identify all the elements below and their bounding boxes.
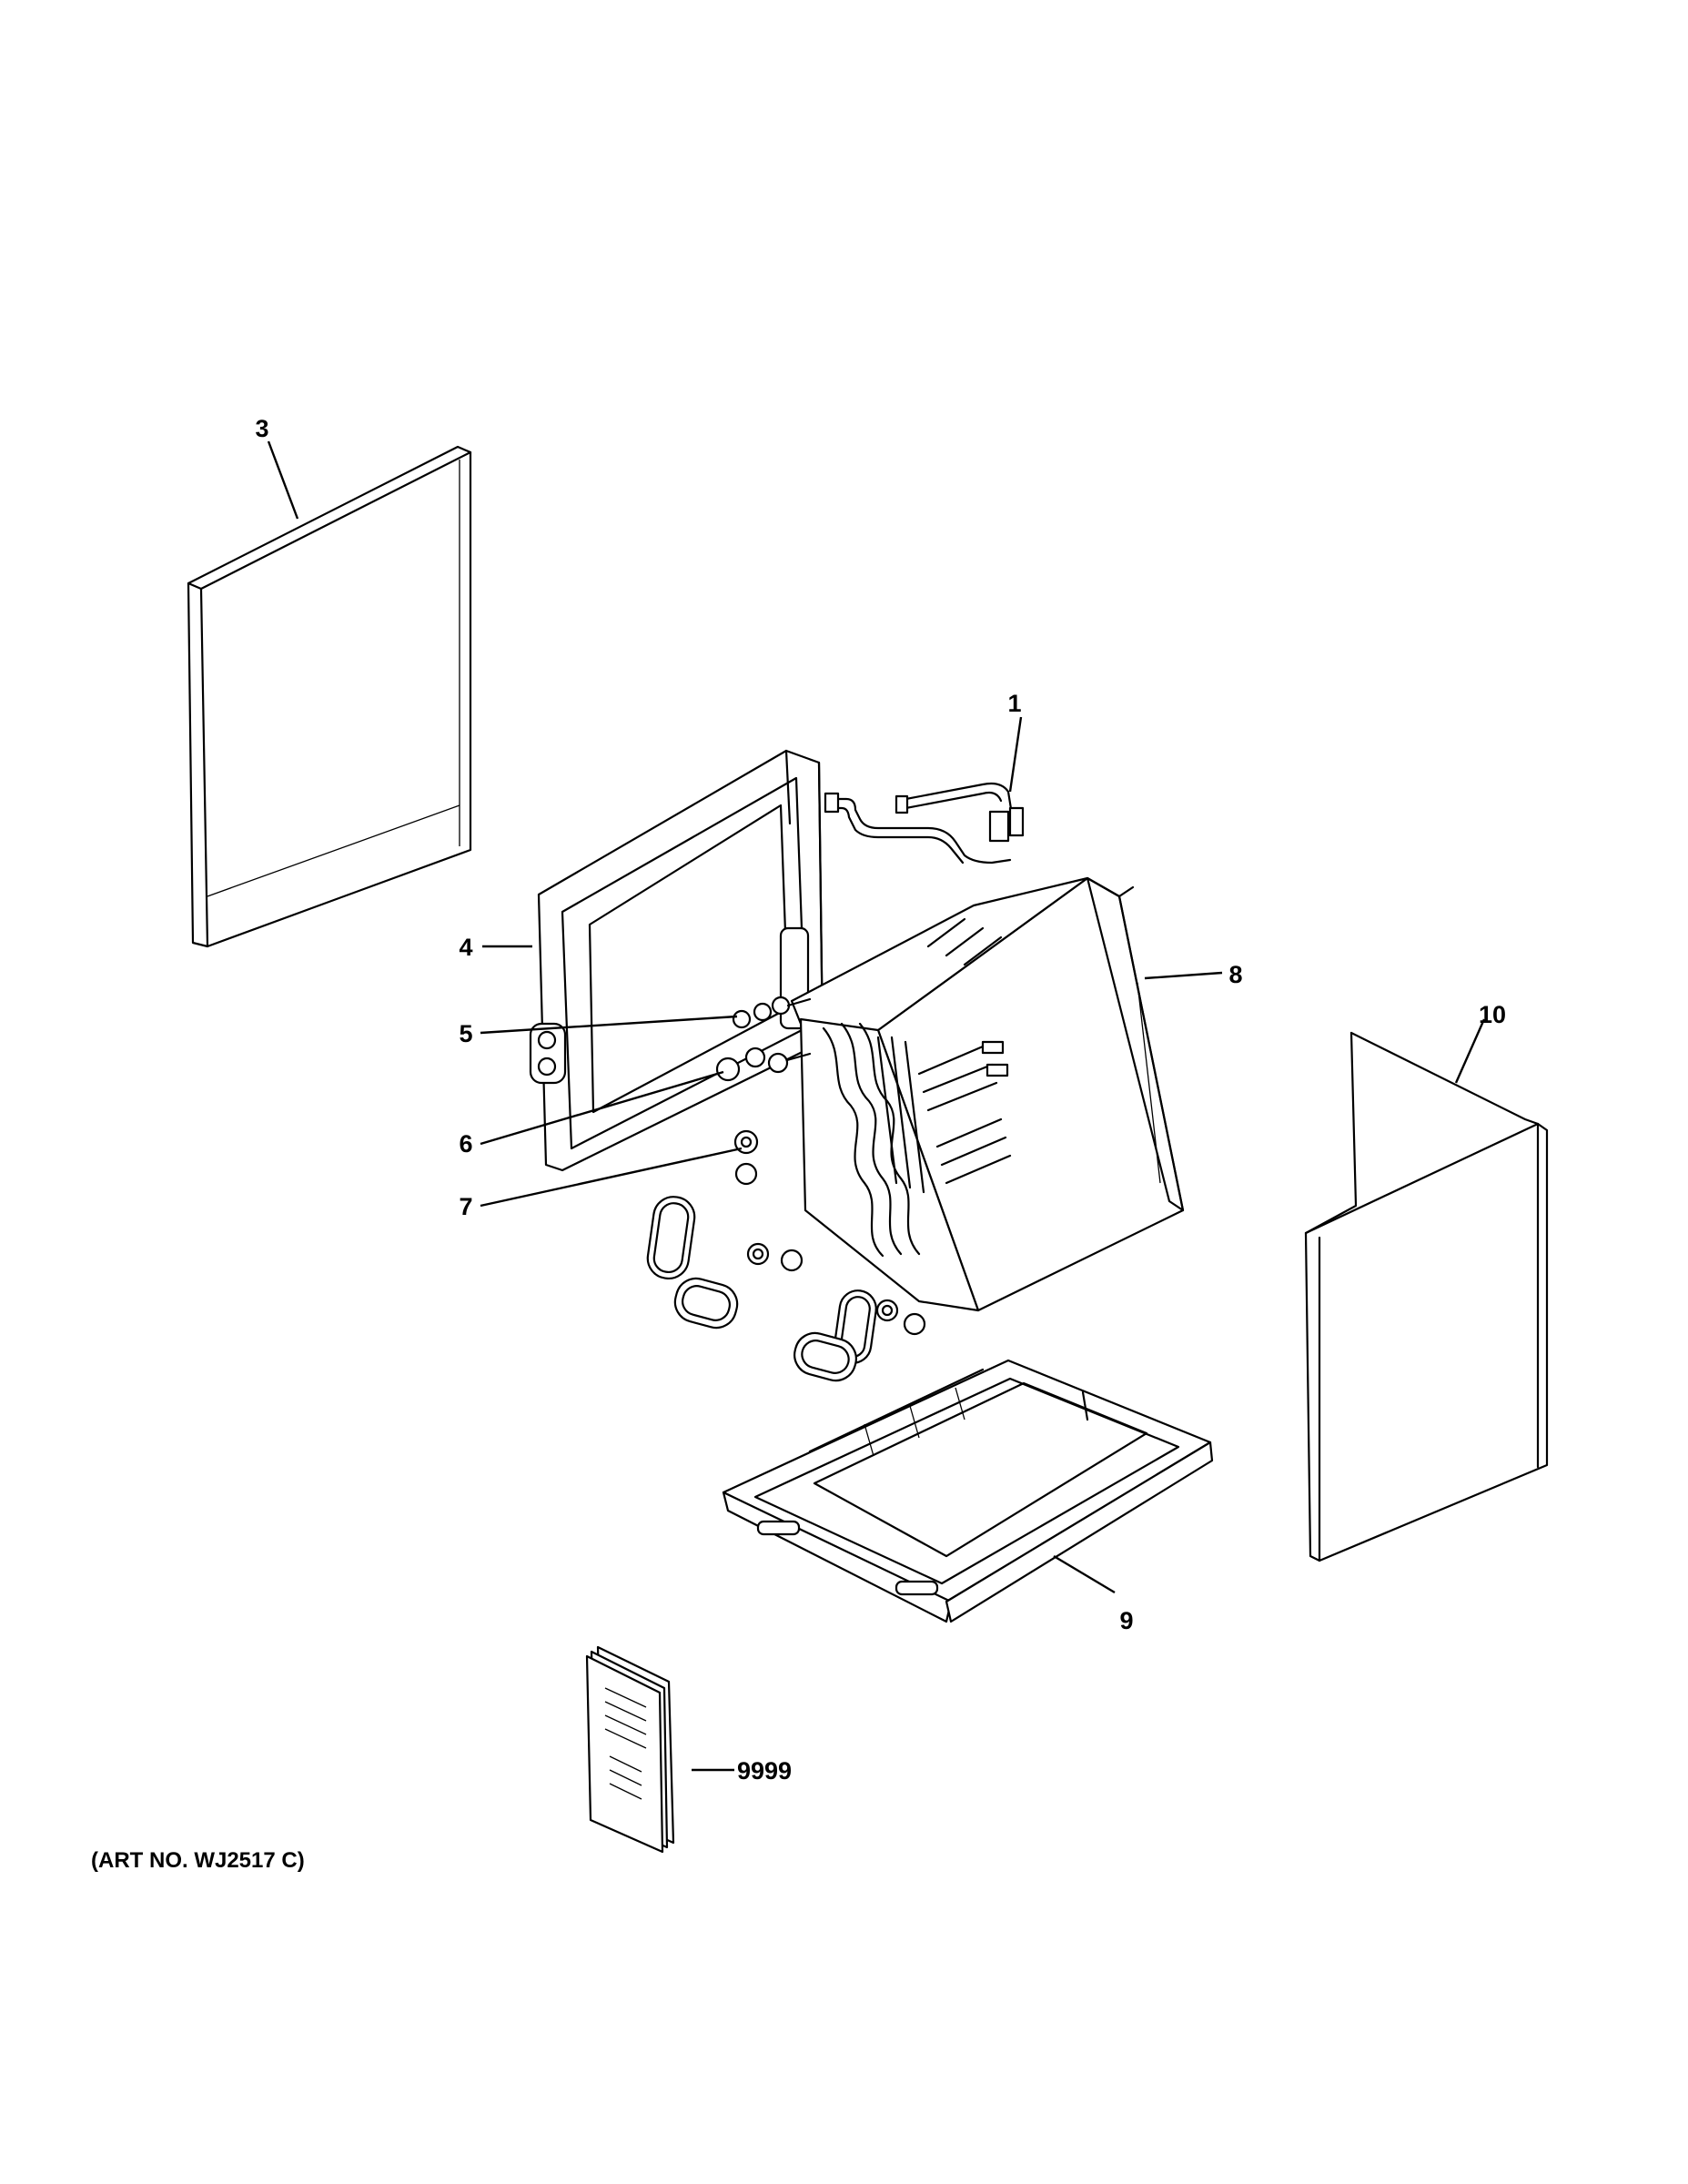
callout-9: 9 (1119, 1607, 1133, 1634)
callout-6: 6 (459, 1130, 472, 1158)
art-number-label: (ART NO. WJ2517 C) (91, 1848, 305, 1873)
part-6-valve-fitting[interactable] (715, 1046, 812, 1082)
callout-7: 7 (459, 1193, 472, 1220)
part-8-evaporator-coil[interactable] (790, 876, 1185, 1312)
callout-labels: 1 3 4 5 6 7 8 9 10 9999 (ART NO. WJ2517 … (91, 415, 1506, 1873)
callout-1: 1 (1007, 690, 1021, 717)
callout-4: 4 (459, 934, 472, 961)
callout-3: 3 (255, 415, 268, 442)
callout-5: 5 (459, 1020, 472, 1047)
part-5-valve-fitting[interactable] (732, 996, 812, 1029)
callout-10: 10 (1479, 1001, 1506, 1028)
part-7-caps[interactable] (733, 1129, 926, 1336)
part-9-drain-pan[interactable] (722, 1359, 1214, 1623)
coil-hairpin-tubes (822, 917, 1012, 1258)
part-9999-manual[interactable] (585, 1645, 675, 1854)
leader-lines (267, 440, 1486, 1772)
part-1-tubing-assembly[interactable] (824, 782, 1025, 864)
part-4-coil-frame[interactable] (529, 749, 824, 1172)
gaskets (646, 1196, 877, 1382)
part-10-side-panel[interactable] (1304, 1031, 1549, 1562)
part-3-side-panel[interactable] (187, 445, 472, 948)
callout-8: 8 (1228, 961, 1242, 988)
callout-9999: 9999 (737, 1757, 792, 1785)
